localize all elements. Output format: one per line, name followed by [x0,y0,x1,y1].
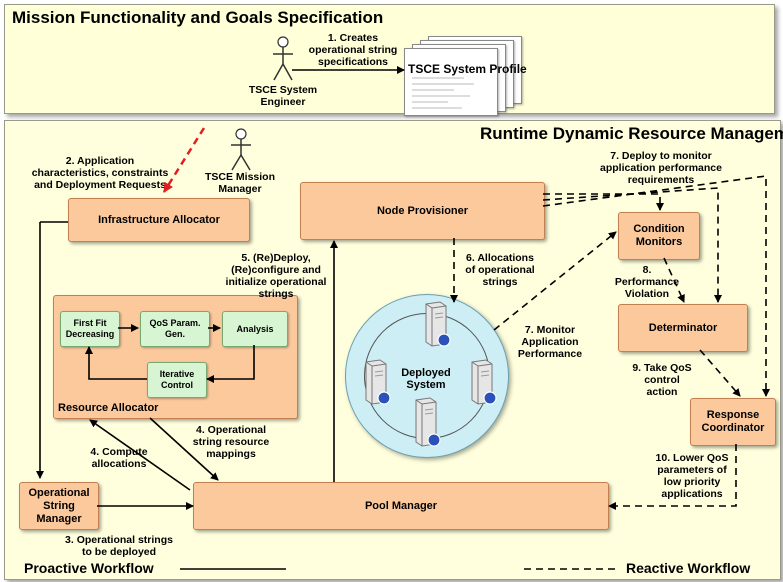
system-profile-label: TSCE System Profile [408,62,527,76]
runtime-management-title: Runtime Dynamic Resource Management [480,124,783,143]
resource-allocator-label: Resource Allocator [58,402,159,414]
deployed-system-label: Deployed System [401,367,451,391]
step5-label: 5. (Re)Deploy, (Re)configure and initial… [225,252,327,300]
system-engineer-label: TSCE System Engineer [248,84,318,108]
first-fit-decreasing-box: First Fit Decreasing [60,311,120,347]
server-icon [415,397,441,447]
arrow-step2 [162,127,206,193]
iterative-control-box: Iterative Control [147,362,207,398]
determinator-box: Determinator [618,304,748,352]
qos-param-gen-box: QoS Param. Gen. [140,311,210,347]
step4-compute-label: 4. Compute allocations [90,446,148,470]
system-engineer-icon [273,36,293,81]
server-icon [425,301,451,347]
operational-string-manager-box: Operational String Manager [19,482,99,530]
arrow-step7-deploy-cm [543,193,664,211]
server-icon [365,359,391,405]
step4-mappings-label: 4. Operational string resource mappings [192,424,270,460]
reactive-legend-label: Reactive Workflow [626,560,751,576]
step7-monitor-label: 7. Monitor Application Performance [517,324,583,360]
analysis-box: Analysis [222,311,288,347]
arrow-step7-deploy-det [542,187,722,303]
node-provisioner-box: Node Provisioner [300,182,545,240]
document-lines-icon [412,77,474,109]
step6-label: 6. Allocations of operational strings [465,252,535,288]
arrow-step8 [663,257,685,303]
step7-deploy-label: 7. Deploy to monitor application perform… [600,150,722,186]
step9-label: 9. Take QoS control action [632,362,692,398]
mission-manager-icon [231,128,251,171]
response-coordinator-box: Response Coordinator [690,398,776,446]
step10-label: 10. Lower QoS parameters of low priority… [655,452,729,500]
step3-label: 3. Operational strings to be deployed [65,534,173,558]
arrow-step7-deploy-rc [542,175,770,397]
arrow-step10 [608,444,737,510]
condition-monitors-box: Condition Monitors [618,212,700,260]
step8-label: 8. Performance Violation [614,264,680,300]
proactive-legend-label: Proactive Workflow [24,560,154,576]
server-icon [471,359,497,405]
mission-spec-panel [4,4,775,114]
arrow-step4-mappings [149,417,219,481]
arrow-step9 [699,349,741,397]
arrow-step7-monitor [493,231,617,331]
infrastructure-allocator-box: Infrastructure Allocator [68,198,250,242]
mission-manager-label: TSCE Mission Manager [204,171,275,195]
arrow-step4-compute [89,419,191,491]
pool-manager-box: Pool Manager [193,482,609,530]
step1-label: 1. Creates operational string specificat… [308,32,398,68]
step2-label: 2. Application characteristics, constrai… [31,155,169,191]
mission-spec-title: Mission Functionality and Goals Specific… [12,8,384,27]
